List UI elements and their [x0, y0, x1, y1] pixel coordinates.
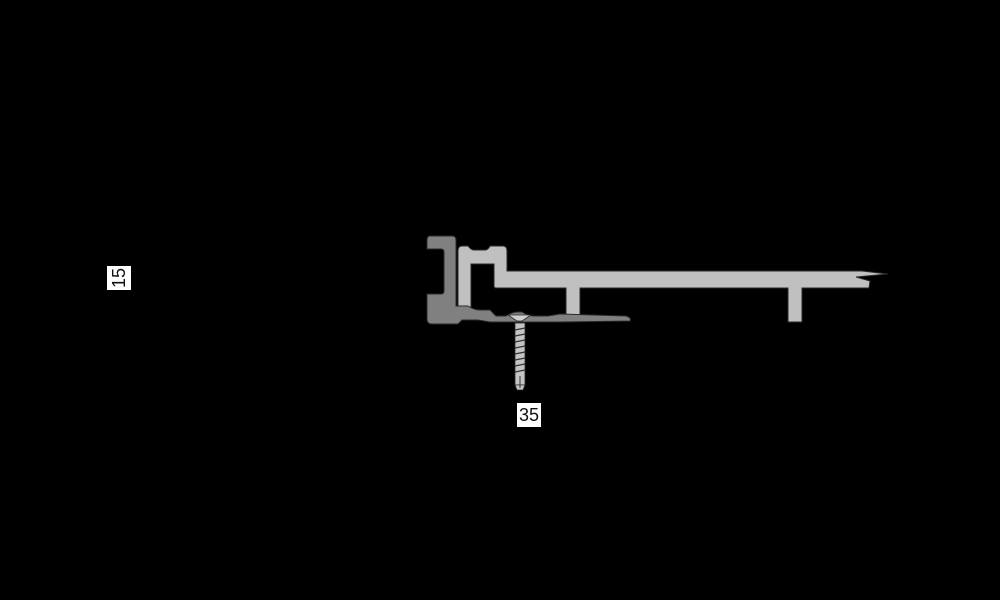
dimension-label-screw-length: 35: [517, 403, 542, 427]
screw-head: [506, 314, 533, 322]
dimension-label-height: 15: [107, 266, 131, 290]
dimension-value-screw-length: 35: [519, 405, 540, 425]
connector-profile: [457, 245, 889, 323]
screw-threads: [514, 327, 526, 373]
screw: [506, 314, 533, 391]
edge-profile-slot: [433, 248, 445, 295]
dimension-value-height: 15: [109, 267, 129, 289]
edge-profile: [426, 235, 631, 325]
